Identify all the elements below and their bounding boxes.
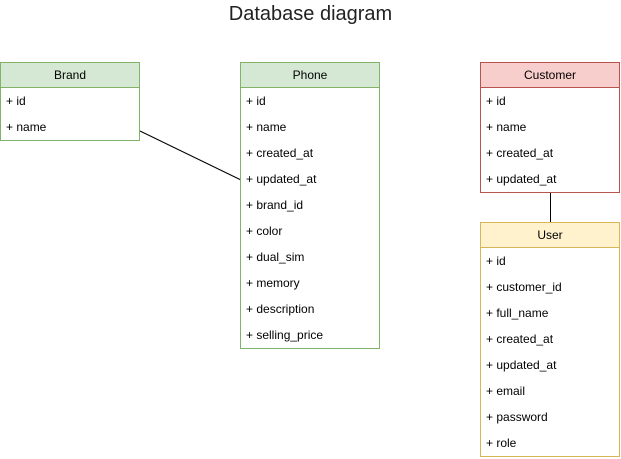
entity-field-customer[interactable]: + created_at: [486, 146, 554, 160]
entity-field-user[interactable]: + full_name: [486, 306, 549, 320]
entity-field-phone[interactable]: + name: [246, 120, 287, 134]
entity-field-customer[interactable]: + id: [486, 94, 506, 108]
entity-field-phone[interactable]: + id: [246, 94, 266, 108]
entity-field-user[interactable]: + created_at: [486, 332, 554, 346]
entity-field-user[interactable]: + role: [486, 436, 517, 450]
entity-header-customer[interactable]: Customer: [481, 63, 619, 88]
entity-field-user[interactable]: + password: [486, 410, 548, 424]
entity-field-phone[interactable]: + selling_price: [246, 328, 324, 342]
entity-fields-customer: + id + name + created_at + updated_at: [481, 88, 619, 192]
relationship-line-brand-phone[interactable]: [139, 130, 242, 181]
entity-fields-brand: + id + name: [1, 88, 139, 140]
entity-field-customer[interactable]: + name: [486, 120, 527, 134]
entity-field-phone[interactable]: + memory: [246, 276, 300, 290]
entity-field-user[interactable]: + email: [486, 384, 526, 398]
entity-field-brand[interactable]: + id: [6, 94, 26, 108]
entity-field-phone[interactable]: + created_at: [246, 146, 314, 160]
entity-field-user[interactable]: + customer_id: [486, 280, 562, 294]
entity-header-phone[interactable]: Phone: [241, 63, 379, 88]
entity-header-user[interactable]: User: [481, 223, 619, 248]
entity-field-user[interactable]: + id: [486, 254, 506, 268]
entity-field-phone[interactable]: + brand_id: [246, 198, 304, 212]
entity-fields-user: + id + customer_id + full_name + created_at…: [481, 248, 619, 456]
entity-brand[interactable]: Brand + id + name: [0, 62, 140, 141]
entity-field-user[interactable]: + updated_at: [486, 358, 557, 372]
entity-header-brand[interactable]: Brand: [1, 63, 139, 88]
entity-user[interactable]: User + id + customer_id + full_name + creat…: [480, 222, 620, 457]
entity-customer[interactable]: Customer + id + name + created_at + updated…: [480, 62, 620, 193]
entity-field-phone[interactable]: + color: [246, 224, 283, 238]
entity-field-brand[interactable]: + name: [6, 120, 47, 134]
entity-field-customer[interactable]: + updated_at: [486, 172, 557, 186]
entity-field-phone[interactable]: + description: [246, 302, 315, 316]
entity-field-phone[interactable]: + updated_at: [246, 172, 317, 186]
diagram-title: Database diagram: [228, 3, 393, 25]
entity-field-phone[interactable]: + dual_sim: [246, 250, 305, 264]
entity-phone[interactable]: Phone + id + name + created_at + updated_at…: [240, 62, 380, 349]
entity-fields-phone: + id + name + created_at + updated_at + bran…: [241, 88, 379, 348]
